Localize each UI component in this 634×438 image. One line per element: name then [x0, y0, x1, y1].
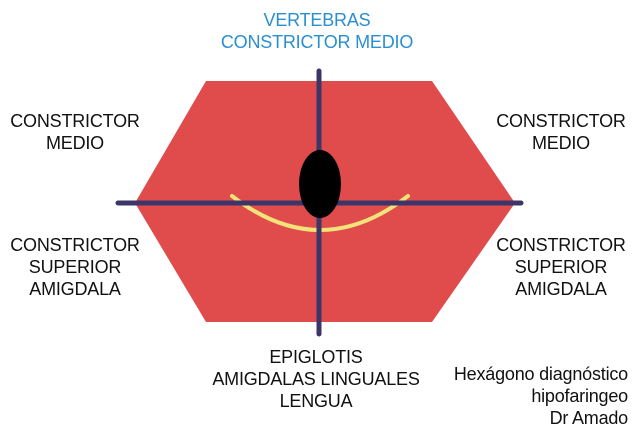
caption-line-2: hipofaringeo: [531, 386, 628, 406]
diagram-caption: Hexágono diagnóstico hipofaringeo Dr Ama…: [408, 363, 628, 429]
right-middle-label-line-2: MEDIO: [531, 133, 590, 153]
right-lower-label-line-1: CONSTRICTOR: [496, 235, 626, 255]
right-lower-label-line-3: AMIGDALA: [515, 279, 607, 299]
bottom-label-line-2: AMIGDALAS LINGUALES: [212, 369, 420, 389]
right-middle-label: CONSTRICTOR MEDIO: [486, 110, 634, 154]
left-lower-label-line-3: AMIGDALA: [29, 279, 121, 299]
right-lower-label: CONSTRICTOR SUPERIOR AMIGDALA: [486, 234, 634, 300]
caption-line-1: Hexágono diagnóstico: [453, 364, 628, 384]
central-airway-oval: [299, 150, 341, 218]
left-lower-label: CONSTRICTOR SUPERIOR AMIGDALA: [0, 234, 150, 300]
top-label-line-2: CONSTRICTOR MEDIO: [220, 32, 414, 52]
caption-line-3: Dr Amado: [549, 408, 629, 428]
bottom-label-line-3: LENGUA: [279, 391, 353, 411]
right-lower-label-line-2: SUPERIOR: [514, 257, 608, 277]
left-middle-label-line-2: MEDIO: [45, 133, 104, 153]
left-lower-label-line-1: CONSTRICTOR: [10, 235, 140, 255]
left-middle-label-line-1: CONSTRICTOR: [10, 111, 140, 131]
left-middle-label: CONSTRICTOR MEDIO: [0, 110, 150, 154]
top-label-line-1: VERTEBRAS: [263, 10, 371, 30]
bottom-label: EPIGLOTIS AMIGDALAS LINGUALES LENGUA: [166, 346, 466, 412]
right-middle-label-line-1: CONSTRICTOR: [496, 111, 626, 131]
left-lower-label-line-2: SUPERIOR: [28, 257, 122, 277]
bottom-label-line-1: EPIGLOTIS: [269, 347, 363, 367]
top-label: VERTEBRAS CONSTRICTOR MEDIO: [0, 9, 634, 53]
